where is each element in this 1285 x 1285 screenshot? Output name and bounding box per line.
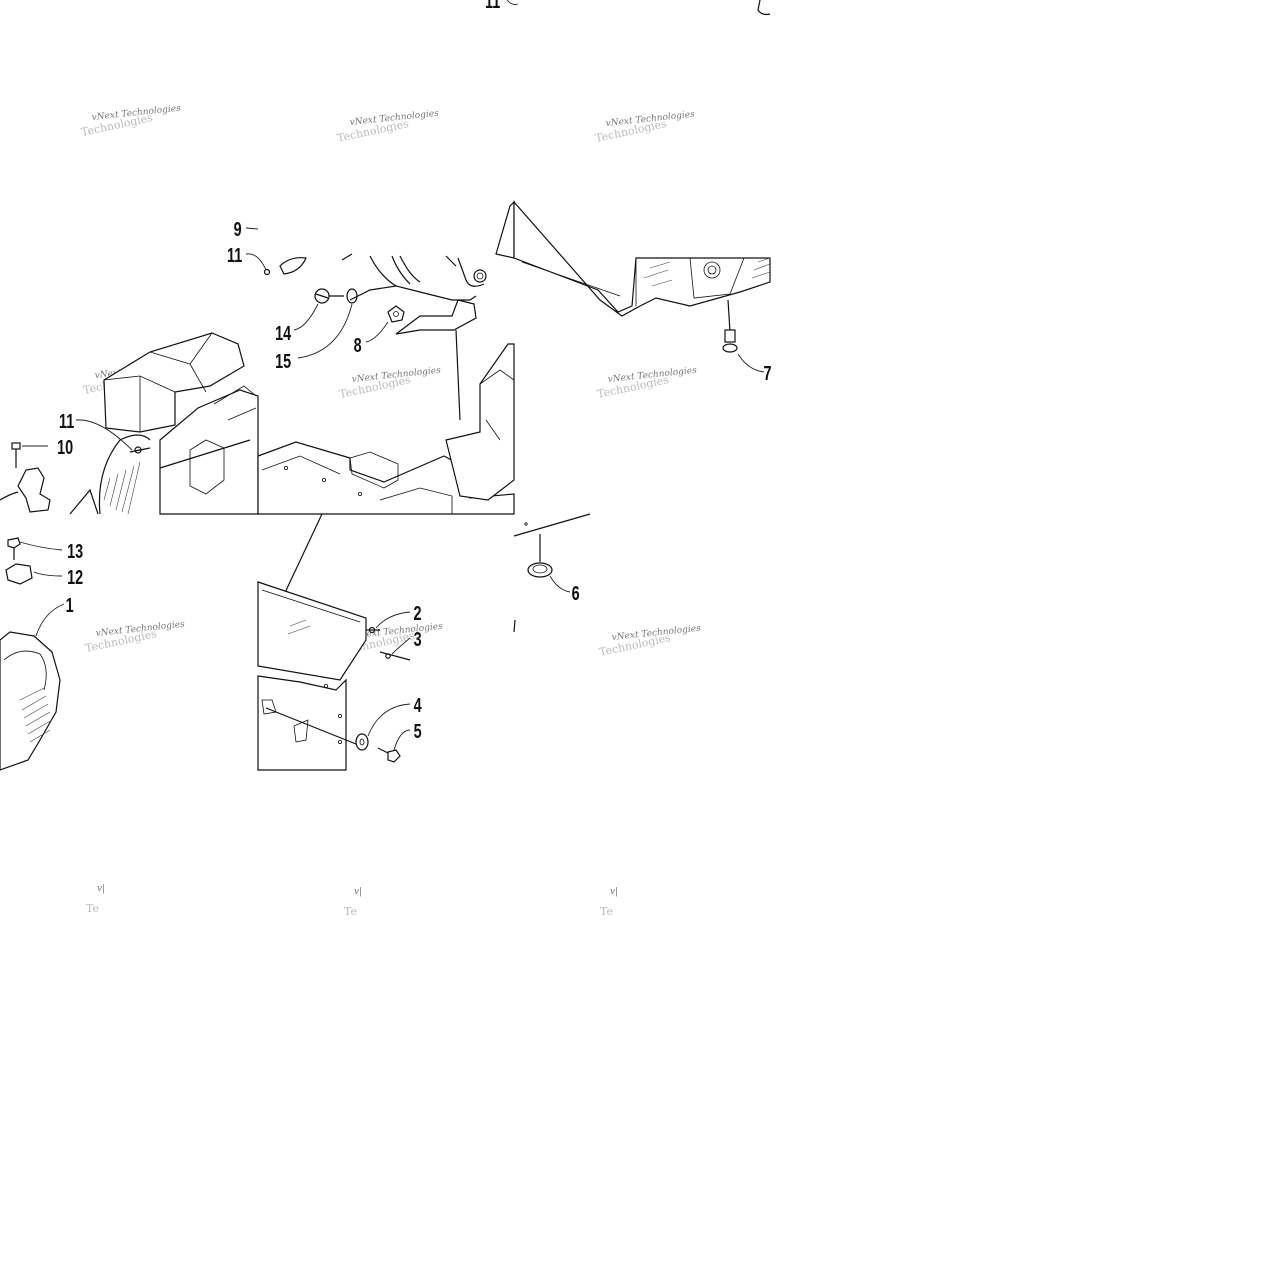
callout-12: 12	[67, 566, 83, 589]
watermark-row-4: v| Te v| Te v| Te	[86, 884, 618, 918]
bulkhead-tile: 4 5 2 3	[257, 513, 422, 771]
callout-1: 1	[66, 594, 74, 617]
callout-13: 13	[67, 540, 83, 563]
chassis-tile: 9 11 14 15 8	[227, 218, 515, 515]
callout-11: 11	[59, 410, 74, 433]
callout-7: 7	[764, 362, 772, 385]
watermark-row-1: vNext Technologies Technologies vNext Te…	[80, 104, 696, 145]
callout-11: 11	[227, 244, 242, 267]
screw-icon	[129, 446, 151, 454]
watermark-text: v|	[354, 887, 362, 897]
tunnel-tile: 7	[495, 200, 772, 385]
bolt-icon	[722, 299, 738, 353]
grommet-icon	[527, 562, 553, 578]
callout-5: 5	[414, 720, 422, 743]
watermark-text: v|	[610, 887, 618, 897]
rivet-icon	[379, 651, 411, 661]
watermark-text: Te	[600, 905, 613, 918]
callout-2: 2	[414, 602, 422, 625]
screw-icon	[7, 537, 21, 560]
callout-6: 6	[572, 582, 580, 605]
callout-14: 14	[275, 322, 291, 345]
callout-3: 3	[414, 628, 422, 651]
watermark-text: Te	[86, 902, 99, 915]
screw-icon	[11, 442, 21, 468]
grommet-tile: 6	[513, 513, 591, 633]
bolt-icon	[377, 747, 401, 763]
watermark-text: Te	[344, 905, 357, 918]
callout-8: 8	[354, 334, 362, 357]
callout-9: 9	[234, 218, 242, 241]
top-fragment: 11	[485, 0, 771, 16]
washer-icon	[355, 733, 369, 751]
callout-10: 10	[57, 436, 73, 459]
callout-11-top: 11	[485, 0, 500, 13]
clip-icon	[5, 563, 33, 585]
engine-airbox-tile: 11 10	[0, 332, 259, 515]
fastener-icon	[314, 288, 358, 304]
nut-icon	[387, 305, 405, 323]
callout-4: 4	[414, 694, 422, 717]
engine-bracket-tile: 13 12 1	[0, 537, 83, 771]
callout-15: 15	[275, 350, 291, 373]
rivet-icon	[366, 626, 380, 634]
watermark-text: v|	[97, 884, 105, 894]
